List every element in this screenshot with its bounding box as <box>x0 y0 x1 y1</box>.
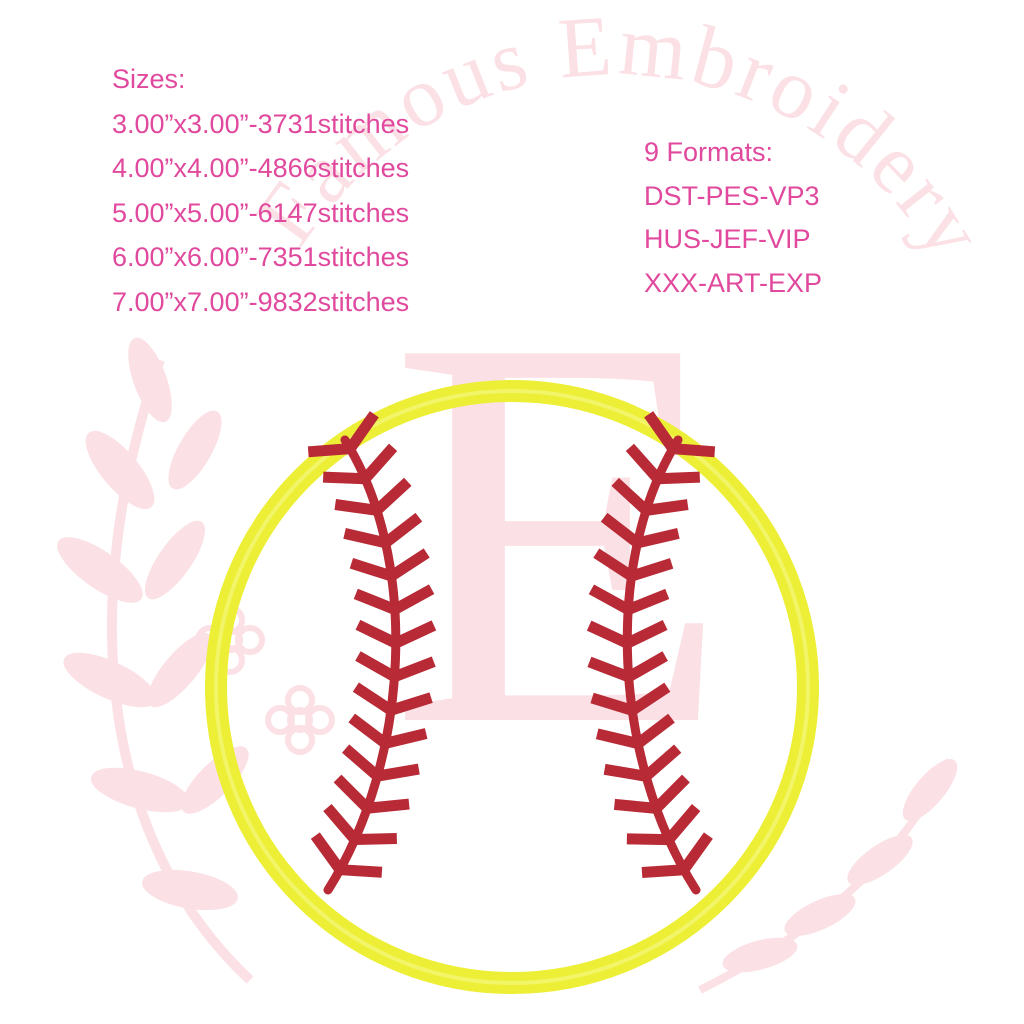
seam-stitch <box>339 864 383 878</box>
seam-stitch <box>586 620 630 649</box>
formats-heading: 9 Formats: <box>644 137 774 167</box>
seam-stitch <box>613 798 657 814</box>
format-line: XXX-ART-EXP <box>644 267 823 298</box>
seam-stitch <box>345 411 379 452</box>
seam-stitch <box>366 798 410 814</box>
seam-stitch <box>310 832 345 873</box>
seam-stitch <box>353 588 397 615</box>
seam-stitch <box>641 864 685 878</box>
sizes-heading: Sizes: <box>112 64 186 94</box>
seam-stitch <box>352 682 394 715</box>
seam-stitch <box>644 411 678 452</box>
seam-stitch <box>664 803 701 844</box>
seam-stitch <box>348 713 389 748</box>
seam-stitch <box>600 512 641 548</box>
seam-stitch <box>629 558 674 582</box>
seam-stitch <box>624 619 668 649</box>
seam-stitch <box>342 744 381 781</box>
right-seam-stitches <box>586 411 716 878</box>
watermark-monogram: E <box>389 222 731 842</box>
seam-stitch <box>333 774 372 813</box>
seam-stitch <box>343 527 387 549</box>
seam-stitch <box>334 499 378 516</box>
size-line: 6.00”x6.00”-7351stitches <box>112 242 410 273</box>
seam-stitch <box>383 728 428 749</box>
laurel-right-icon <box>698 758 958 994</box>
seam-stitch <box>611 477 650 515</box>
seam-stitch <box>636 528 680 549</box>
softball-ring-highlight <box>214 389 810 985</box>
seam-stitch <box>361 443 398 483</box>
seam-stitch <box>625 443 662 483</box>
seam-stitch <box>672 443 716 458</box>
seam-stitch <box>603 763 647 782</box>
seam-stitch <box>349 558 394 582</box>
size-line: 5.00”x5.00”-6147stitches <box>112 197 410 228</box>
seam-stitch <box>354 833 397 845</box>
seam-stitch <box>392 584 435 615</box>
size-line: 4.00”x4.00”-4866stitches <box>112 153 410 184</box>
seam-stitch <box>642 744 682 781</box>
size-line: 3.00”x3.00”-3731stitches <box>112 108 410 139</box>
left-seam-stitches <box>307 411 437 878</box>
seam-stitch <box>629 682 671 715</box>
seam-stitch <box>355 619 399 649</box>
seam-stitch <box>657 471 701 485</box>
seam-stitch <box>323 803 359 844</box>
seam-stitch <box>588 584 631 615</box>
right-seam-line <box>622 435 701 895</box>
seam-stitch <box>625 651 668 682</box>
seam-stitch <box>382 512 423 548</box>
sizes-list: Sizes: 3.00”x3.00”-3731stitches 4.00”x4.… <box>112 57 409 325</box>
seam-stitch <box>393 620 437 649</box>
size-line: 7.00”x7.00”-9832stitches <box>112 286 410 317</box>
seam-stitch <box>392 656 436 682</box>
seam-stitch <box>626 588 670 615</box>
seam-stitch <box>307 443 351 458</box>
format-line: HUS-JEF-VIP <box>644 224 811 254</box>
seam-stitch <box>595 728 640 749</box>
seam-stitch <box>388 548 430 581</box>
seam-stitch <box>376 763 420 782</box>
formats-list: 9 Formats: DST-PES-VP3 HUS-JEF-VIP XXX-A… <box>644 131 822 305</box>
seam-stitch <box>322 471 366 485</box>
seam-stitch <box>373 477 412 515</box>
seam-stitch <box>634 713 675 748</box>
seam-stitch <box>593 548 635 581</box>
seam-stitch <box>389 692 433 716</box>
left-seam-line <box>323 435 401 895</box>
seam-stitch <box>645 499 689 516</box>
seam-stitch <box>679 832 713 873</box>
seam-stitch <box>626 833 670 846</box>
seam-stitch <box>587 656 631 683</box>
seam-stitch <box>590 692 634 716</box>
format-line: DST-PES-VP3 <box>644 180 820 211</box>
seam-stitch <box>355 651 398 682</box>
watermark-flower-icon <box>265 685 335 755</box>
seam-stitch <box>652 774 690 813</box>
softball-icon <box>205 380 819 994</box>
